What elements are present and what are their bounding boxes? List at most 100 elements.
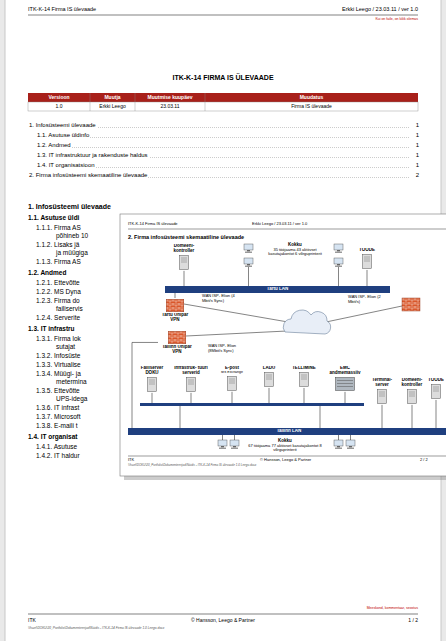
text-label: põhineb 10: [56, 232, 88, 239]
network-wire: [304, 388, 305, 403]
text-label: 1.1.1. Firma AS: [36, 224, 81, 231]
text-label: WAN ISP- Elion (4 Mbit/s Sync): [202, 294, 244, 303]
lan-bar: Tartu LAN: [165, 286, 390, 293]
text-label: 1: [410, 142, 420, 149]
text-label: 67 tööjaama 77 aktiivset kasutajakontot …: [240, 444, 330, 453]
server-slot: [188, 380, 194, 384]
srv-icon: [362, 254, 372, 269]
workstation-icon: [334, 258, 343, 267]
node-label: LADU: [256, 366, 282, 371]
text-label: 1.3.3. Virtualise: [36, 361, 81, 368]
disk-icon: [335, 377, 355, 391]
node-label: Tallinn Unipar VPN: [158, 345, 196, 355]
text-label: ITK: [128, 458, 134, 463]
network-link: [367, 270, 368, 286]
text-label: 1 / 2: [388, 618, 418, 624]
network-link: [436, 400, 437, 428]
workstation-icon: [218, 244, 355, 449]
text-label: 1.3.2. Infosüste: [36, 352, 80, 359]
text-label: 1.2. Andmed: [28, 269, 66, 276]
node-label: TOODE: [356, 248, 378, 253]
text-label: Firma IS ülevaade: [205, 104, 418, 110]
page-rule: [128, 229, 446, 456]
server-node: LADU: [256, 366, 282, 388]
server-node: TOODE: [428, 378, 444, 400]
srv-icon: [407, 389, 417, 404]
text-label: 1.3. IT infrastruktuur ja rakenduste hal…: [36, 152, 149, 159]
node-label: Tallinn LAN: [128, 429, 446, 434]
workstation-icon: [244, 258, 253, 267]
text-label: © Hansson, Leego & Partner: [148, 618, 298, 624]
text-label: metermina: [56, 378, 87, 385]
node-label: TELLIMINE: [288, 366, 320, 371]
srv-icon: [431, 384, 441, 399]
text-label: Muutja: [90, 95, 135, 101]
text-label: 1.3.7. Microsoft: [36, 413, 80, 420]
text-label: 1.2.3. Firma do: [36, 297, 80, 304]
workstation-icon: [334, 244, 343, 253]
network-wire: [232, 392, 233, 403]
document-title: ITK-K-14 FIRMA IS ÜLEVAADE: [73, 74, 373, 82]
text-label: 1: [410, 152, 420, 159]
text-label: sutajat: [56, 343, 75, 350]
text-label: 1.3. IT infrastru: [28, 325, 75, 332]
text-label: Kokku: [240, 438, 330, 443]
node-label: Domeeni- kontroller: [170, 244, 198, 254]
node-label: TOODE: [428, 378, 444, 383]
server-slot: [379, 392, 385, 396]
server-node: TELLIMINE: [288, 366, 320, 388]
node-label: 2. Firma infosüsteemi skemaatiline üleva…: [128, 234, 244, 240]
footer-rule: [28, 614, 418, 615]
network-wire: [345, 392, 346, 403]
overlay-paper: [120, 214, 446, 476]
server-case: [408, 389, 417, 403]
node-label: Tartu Unipar VPN: [158, 313, 192, 323]
firewall-node: Tallinn Unipar VPN: [158, 330, 196, 355]
server-slot: [181, 258, 187, 262]
storage-slot: [337, 380, 353, 386]
server-node: Failiserver DOKU: [136, 366, 168, 393]
text-label: failiservis: [56, 305, 83, 312]
text-label: WAN ISP- Elion (2 Mbit/s): [348, 295, 392, 304]
srv-icon: [299, 372, 309, 387]
network-link: [132, 342, 158, 428]
text-label: Muudatus: [205, 95, 418, 101]
text-label: 2: [410, 172, 420, 179]
storage-case: [336, 377, 355, 390]
text-label: 1. Infosüsteemi ülevaade: [28, 203, 111, 211]
header-rule: [28, 15, 418, 16]
node-label: EMC andmemassiiv: [326, 366, 364, 376]
fw-icon: [168, 331, 186, 344]
text-label: WAN ISP- Elion (8Mbit/s Sync): [208, 344, 250, 353]
text-label: Meeskond, kommentaar, seostus: [268, 606, 418, 610]
text-label: 1.2.1. Ettevõtte: [36, 279, 80, 286]
network-link: [184, 271, 185, 286]
storage-node: EMC andmemassiiv: [326, 366, 364, 392]
text-label: ITK: [28, 618, 36, 624]
server-case: [378, 389, 387, 403]
text-label: 1.0: [28, 104, 90, 110]
srv-icon: [179, 255, 189, 270]
network-link: [412, 405, 413, 428]
text-label: Muutmise kuupäev: [135, 95, 205, 101]
srv-icon: [227, 376, 237, 391]
server-node: Terminal- server: [368, 378, 396, 405]
lan-bar: Tallinn LAN: [128, 428, 446, 435]
server-slot: [266, 375, 272, 379]
text-label: 1.3.6. IT infrast: [36, 404, 79, 411]
server-case: [363, 254, 372, 268]
firewall-wall: [166, 299, 184, 312]
server-node: Domeeni- kontroller: [398, 378, 426, 405]
server-slot: [301, 375, 307, 379]
server-node: TOODE: [356, 248, 378, 270]
text-label: 1.4. IT organisat: [28, 433, 78, 440]
fw-icon: [166, 299, 184, 312]
text-label: 1: [410, 162, 420, 169]
text-label: 1.2.2. MS Dyna: [36, 288, 81, 295]
node-label: Tartu LAN: [165, 287, 390, 292]
server-slot: [229, 379, 235, 383]
network-wire: [191, 393, 192, 403]
text-label: 1.4.1. Asutuse: [36, 443, 77, 450]
text-label: 1.2. Andmed: [36, 142, 72, 149]
